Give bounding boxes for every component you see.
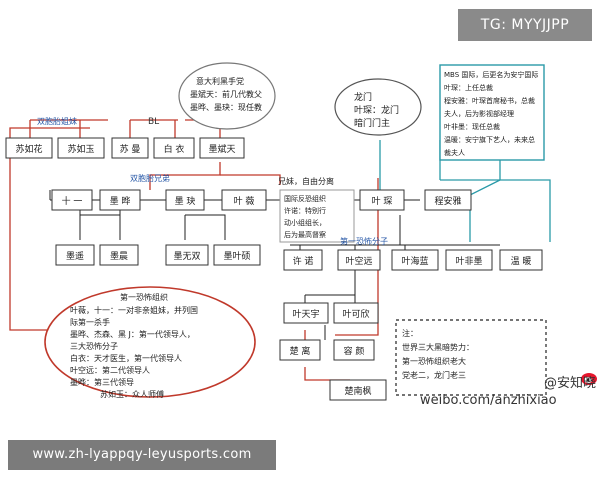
- bl-label: BL: [148, 117, 159, 127]
- site-watermark: www.zh-lyappqy-leyusports.com: [8, 440, 276, 470]
- mbs-note-line: MBS 国际，后更名为安宁国际: [444, 70, 538, 79]
- dragon-gate-oval: [334, 78, 422, 136]
- person-mo-bintian: 墨斌天: [208, 143, 235, 155]
- weibo-icon: [581, 373, 597, 385]
- person-xu-nuo: 许 诺: [293, 255, 314, 267]
- terror-note-line: 叶空远：第二代领导人: [70, 365, 150, 375]
- person-cheng-anya: 程安雅: [434, 195, 461, 207]
- terror-note-line: 墨晔：第三代领导: [70, 377, 134, 387]
- mbs-note-line: 温暖：安宁旗下艺人，未来总: [444, 135, 535, 144]
- mbs-note: MBS 国际，后更名为安宁国际 叶琛：上任总裁 程安雅：叶琛首席秘书，总裁 夫人…: [444, 70, 538, 157]
- anti-terror-box: [279, 189, 355, 243]
- terror-note-line: 第一恐怖组织: [120, 292, 168, 302]
- terror-note-line: 白衣：天才医生，第一代领导人: [70, 353, 182, 363]
- person-names: 苏如花 苏如玉 苏 曼 白 衣 墨斌天 十 一 墨 晔 墨 玦 叶 薇 叶 琛 …: [15, 143, 531, 397]
- twins-label: 双胞胎姐妹: [37, 116, 77, 126]
- mafia-note: 意大利黑手党 墨斌天：前几代教父 墨晔、墨玦：现任教: [190, 76, 262, 112]
- terror-note-line: 墨晔、杰森、黑 J：第一代领导人，: [70, 329, 195, 339]
- terror-org-oval: [44, 286, 256, 398]
- person-ye-kexin: 叶可欣: [342, 308, 369, 320]
- mafia-note-line: 意大利黑手党: [196, 76, 244, 86]
- mbs-note-line: 叶非墨：现任总裁: [444, 122, 500, 131]
- mbs-note-line: 程安雅：叶琛首席秘书，总裁: [444, 96, 535, 105]
- person-ye-tianyu: 叶天宇: [292, 308, 319, 320]
- terrorist-label: 第一恐怖分子: [340, 236, 388, 246]
- person-ye-kongyuan: 叶空远: [345, 255, 372, 267]
- person-mo-yao: 墨遥: [66, 250, 84, 262]
- terror-note-line: 苏如玉：众人师傅: [100, 389, 164, 399]
- person-mo-jue: 墨 玦: [175, 195, 196, 207]
- dark-note-line: 党老二，龙门老三: [402, 370, 466, 380]
- terror-note-line: 际第一杀手: [70, 317, 110, 327]
- person-shi-yi: 十 一: [62, 195, 83, 207]
- weibo-handle: @安知晓: [544, 376, 597, 391]
- dark-note-line: 第一恐怖组织老大: [402, 356, 466, 366]
- person-rong-yan: 容 颜: [344, 345, 365, 357]
- person-ye-feimo: 叶非墨: [455, 255, 482, 267]
- weibo-url: weibo.com/anzhixiao: [420, 393, 557, 408]
- person-chu-nanfeng: 楚南枫: [344, 385, 371, 397]
- person-mo-ye: 墨 晔: [110, 195, 131, 207]
- mbs-note-line: 叶琛：上任总裁: [444, 83, 493, 92]
- person-boxes: [5, 137, 543, 401]
- anti-note-line: 许诺：特别行: [284, 206, 326, 215]
- anti-terror-note: 国际反恐组织 许诺：特别行 动小组组长， 后为最高督察: [284, 194, 326, 239]
- person-ye-wei: 叶 薇: [234, 195, 255, 207]
- person-mo-wushuang: 墨无双: [173, 251, 200, 262]
- siblings-label: 兄妹，自由分离: [278, 176, 334, 186]
- mafia-oval: [178, 62, 276, 130]
- anti-note-line: 国际反恐组织: [284, 194, 326, 203]
- person-su-ruyu: 苏如玉: [67, 143, 94, 155]
- person-chu-li: 楚 离: [290, 345, 311, 357]
- terror-note-line: 三大恐怖分子: [70, 341, 118, 351]
- person-wen-nuan: 温 暖: [511, 255, 532, 267]
- anti-note-line: 后为最高督察: [284, 230, 326, 239]
- person-mo-yeshuo: 墨叶硕: [223, 251, 250, 262]
- person-ye-hailan: 叶海蓝: [401, 255, 428, 267]
- telegram-watermark: TG: MYYJJPP: [458, 9, 592, 41]
- person-su-man: 苏 曼: [120, 143, 141, 155]
- dark-forces-note: 注： 世界三大黑暗势力： 第一恐怖组织老大 党老二，龙门老三: [402, 328, 474, 380]
- terror-org-note: 第一恐怖组织 叶薇，十一：一对非亲姐妹，并列国 际第一杀手 墨晔、杰森、黑 J：…: [70, 292, 198, 399]
- dragon-gate-note: 龙门 叶琛：龙门 暗门门主: [354, 91, 399, 129]
- dragon-note-line: 龙门: [354, 91, 372, 103]
- terror-note-line: 叶薇，十一：一对非亲姐妹，并列国: [70, 305, 198, 315]
- mafia-note-line: 墨斌天：前几代教父: [190, 89, 262, 99]
- twins-bro-label: 双胞胎兄弟: [130, 173, 170, 183]
- mafia-note-line: 墨晔、墨玦：现任教: [190, 102, 262, 112]
- dragon-note-line: 暗门门主: [354, 117, 390, 129]
- person-ye-chen: 叶 琛: [372, 196, 393, 207]
- dragon-note-line: 叶琛：龙门: [354, 104, 399, 116]
- mbs-note-line: 裁夫人: [444, 148, 465, 157]
- person-bai-yi: 白 衣: [164, 143, 185, 155]
- person-mo-chen: 墨晨: [110, 251, 128, 262]
- dark-forces-box: [395, 319, 547, 396]
- dark-note-line: 注：: [402, 328, 418, 338]
- person-su-ruhua: 苏如花: [15, 143, 42, 155]
- mbs-note-box: [439, 64, 545, 161]
- anti-note-line: 动小组组长，: [284, 218, 326, 227]
- mbs-note-line: 夫人，后为影视部经理: [444, 109, 514, 118]
- dark-note-line: 世界三大黑暗势力：: [402, 342, 474, 352]
